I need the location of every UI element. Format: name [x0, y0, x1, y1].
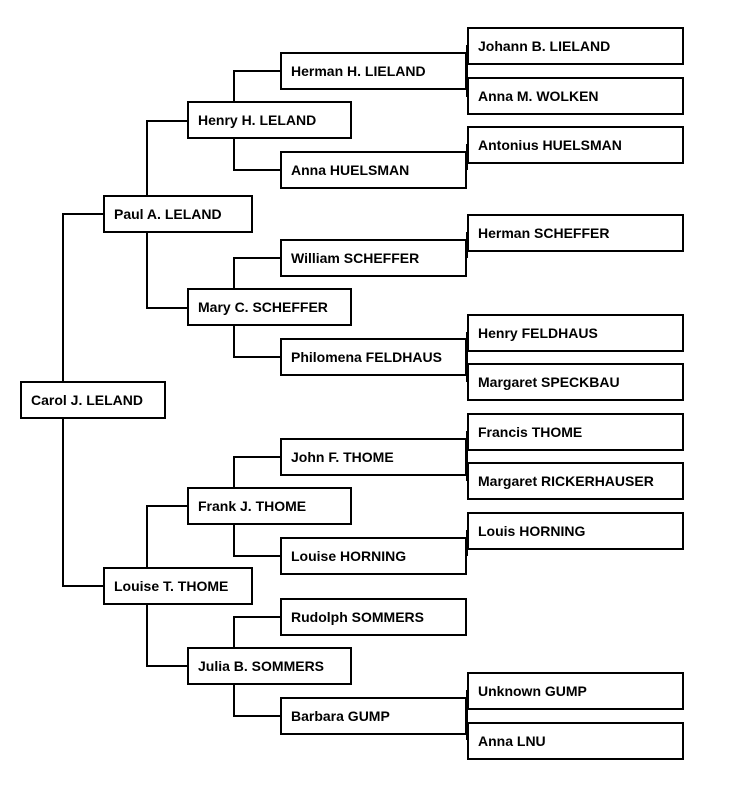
person-gen3-1: Herman H. LIELAND	[280, 52, 467, 90]
person-gen4-7: Francis THOME	[467, 413, 684, 451]
person-gen4-11: Anna LNU	[467, 722, 684, 760]
person-gen3-8: Barbara GUMP	[280, 697, 467, 735]
connector-line	[62, 585, 103, 587]
connector-line	[62, 213, 103, 215]
person-maternal-grandfather: Frank J. THOME	[187, 487, 352, 525]
connector-line	[466, 431, 468, 481]
connector-line	[233, 257, 280, 259]
connector-line	[146, 307, 187, 309]
person-maternal-grandmother: Julia B. SOMMERS	[187, 647, 352, 685]
person-gen3-4: Philomena FELDHAUS	[280, 338, 467, 376]
person-gen4-9: Louis HORNING	[467, 512, 684, 550]
person-gen4-8: Margaret RICKERHAUSER	[467, 462, 684, 500]
person-gen3-5: John F. THOME	[280, 438, 467, 476]
person-gen4-3: Antonius HUELSMAN	[467, 126, 684, 164]
connector-line	[233, 70, 280, 72]
person-gen4-1: Johann B. LIELAND	[467, 27, 684, 65]
person-gen4-2: Anna M. WOLKEN	[467, 77, 684, 115]
person-gen3-2: Anna HUELSMAN	[280, 151, 467, 189]
connector-line	[146, 665, 187, 667]
connector-line	[233, 715, 280, 717]
connector-line	[466, 45, 468, 96]
person-gen4-5: Henry FELDHAUS	[467, 314, 684, 352]
person-paternal-grandfather: Henry H. LELAND	[187, 101, 352, 139]
connector-line	[466, 690, 468, 740]
person-gen3-6: Louise HORNING	[280, 537, 467, 575]
person-mother: Louise T. THOME	[103, 567, 253, 605]
connector-line	[233, 169, 280, 171]
person-gen4-10: Unknown GUMP	[467, 672, 684, 710]
person-gen3-7: Rudolph SOMMERS	[280, 598, 467, 636]
connector-line	[233, 456, 280, 458]
person-gen3-3: William SCHEFFER	[280, 239, 467, 277]
person-paternal-grandmother: Mary C. SCHEFFER	[187, 288, 352, 326]
person-gen4-4: Herman SCHEFFER	[467, 214, 684, 252]
connector-line	[146, 505, 187, 507]
person-father: Paul A. LELAND	[103, 195, 253, 233]
person-gen4-6: Margaret SPECKBAU	[467, 363, 684, 401]
connector-line	[146, 120, 187, 122]
connector-line	[233, 356, 280, 358]
connector-line	[466, 332, 468, 382]
connector-line	[233, 616, 280, 618]
connector-line	[233, 555, 280, 557]
person-root: Carol J. LELAND	[20, 381, 166, 419]
